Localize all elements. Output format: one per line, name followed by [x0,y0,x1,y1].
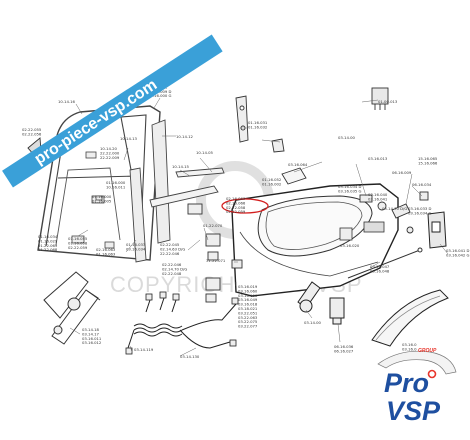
leader-lines [69,97,449,357]
part-number-label: 10.14.12 [176,134,193,139]
clip-part [271,138,285,153]
part-number-label: 10.14.05 [196,150,213,155]
logo-group-text: GROUP [418,348,437,354]
part-number-label: 03.16.064 [288,162,308,167]
part-number-label: 10.14.13 [120,136,137,141]
window-regulator-part [43,271,101,345]
small-clips-part [71,151,115,249]
provsp-logo: GROUP Pro VSP [377,348,457,426]
logo-pro-text: Pro [384,368,429,398]
door-hinge-parts [187,203,243,303]
door-armrest-part [371,289,449,347]
part-number-label: 01.22.070 [203,223,223,228]
part-number-label: 31.22.071 [206,258,226,263]
door-bracket-part [235,95,249,143]
part-number-label: 10.14.15 [172,164,189,169]
lock-rod-part [347,247,423,279]
inner-door-handle-part [329,297,345,325]
part-number-label: 03.14.130 [180,354,200,359]
part-number-label: 03.14.00 [338,135,355,140]
part-number-label: 01.00.013 [378,99,398,104]
part-number-label: 06.16.009 [392,170,412,175]
part-number-label: 03.16.013 [368,156,388,161]
door-latch-parts [359,191,429,234]
website-banner: pro-piece-vsp.com [2,34,223,188]
door-mirror-switch-part [281,167,307,185]
part-number-label: 03.14.70 D/G [382,206,407,211]
part-number-label: 03.16.020 [340,243,360,248]
glass-channel-part [129,119,171,263]
wiring-connectors [125,291,239,355]
part-number-label: 03.14.119 [134,347,154,352]
part-number-label: 06.16.034 [412,182,432,187]
logo-accent-dot [427,369,437,379]
wiring-harness-part [127,297,237,349]
part-number-label: 10.14.16 [58,99,75,104]
door-lock-mechanism-part [427,211,447,249]
highlight-ellipse [221,198,269,214]
part-number-labels: 10.14.1602.22.05502.22.05601.22.06002.22… [22,80,470,359]
window-winder-handle-part [297,281,321,313]
window-glass-part [55,167,121,246]
logo-vsp-text: VSP [386,396,441,426]
door-panel-part [231,183,399,297]
part-number-label: 03.14.00 [304,320,321,325]
banner-background [2,34,223,188]
